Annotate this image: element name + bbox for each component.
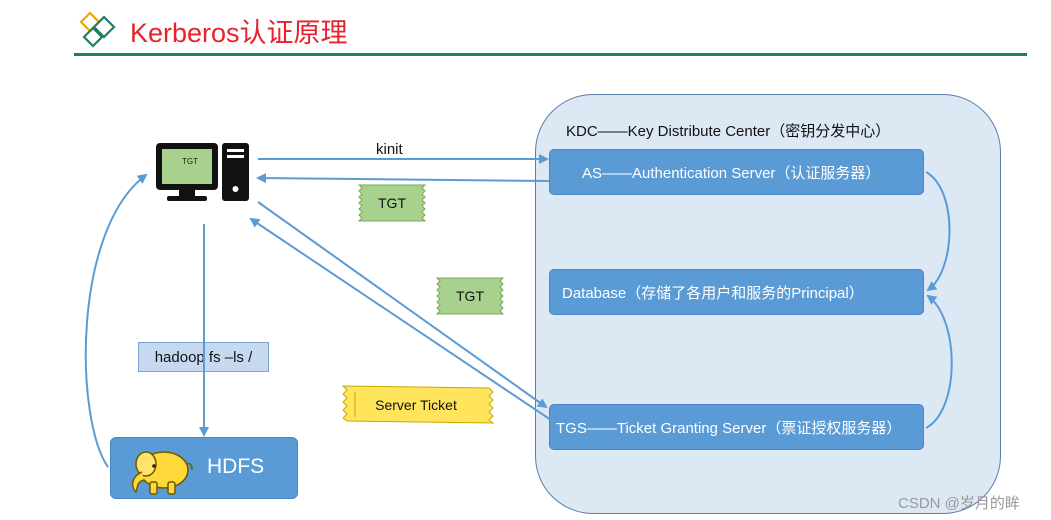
kdc-label: KDC——Key Distribute Center（密钥分发中心） xyxy=(566,123,891,140)
server-ticket-label: Server Ticket xyxy=(375,397,457,413)
tgt-ticket-2 xyxy=(435,277,505,315)
tgs-to-database-arrow xyxy=(925,294,953,429)
tgt-ticket-1 xyxy=(357,184,427,222)
hdfs-label: HDFS xyxy=(207,455,265,478)
tgt-ticket-2-label: TGT xyxy=(456,288,484,304)
kinit-label: kinit xyxy=(376,141,403,158)
tgs-to-client-arrow xyxy=(249,217,552,421)
hadoop-elephant-icon xyxy=(131,451,193,495)
client-to-tgs-arrow xyxy=(257,201,548,409)
server-ticket xyxy=(341,385,495,424)
hdfs-to-client-arrow xyxy=(84,173,148,468)
page-title: Kerberos认证原理 xyxy=(130,17,348,48)
tgt-return-arrow xyxy=(256,173,550,184)
database-label: Database（存储了各用户和服务的Principal） xyxy=(562,284,864,302)
watermark: CSDN @岁月的眸 xyxy=(898,495,1020,512)
tgt-ticket-1-label: TGT xyxy=(378,195,406,211)
as-server-label: AS——Authentication Server（认证服务器） xyxy=(582,164,881,182)
tgs-server-label: TGS——Ticket Granting Server（票证授权服务器） xyxy=(556,419,902,437)
as-server-box: AS——Authentication Server（认证服务器） xyxy=(549,149,924,195)
title-row: Kerberos认证原理 xyxy=(78,10,348,50)
as-to-database-arrow xyxy=(925,171,951,292)
tgs-server-box: TGS——Ticket Granting Server（票证授权服务器） xyxy=(549,404,924,450)
screen-tgt-label: TGT xyxy=(182,157,198,166)
desktop-computer-icon xyxy=(156,143,249,201)
title-divider xyxy=(74,53,1027,56)
database-box: Database（存储了各用户和服务的Principal） xyxy=(549,269,924,315)
diamond-logo-icon xyxy=(79,11,116,48)
